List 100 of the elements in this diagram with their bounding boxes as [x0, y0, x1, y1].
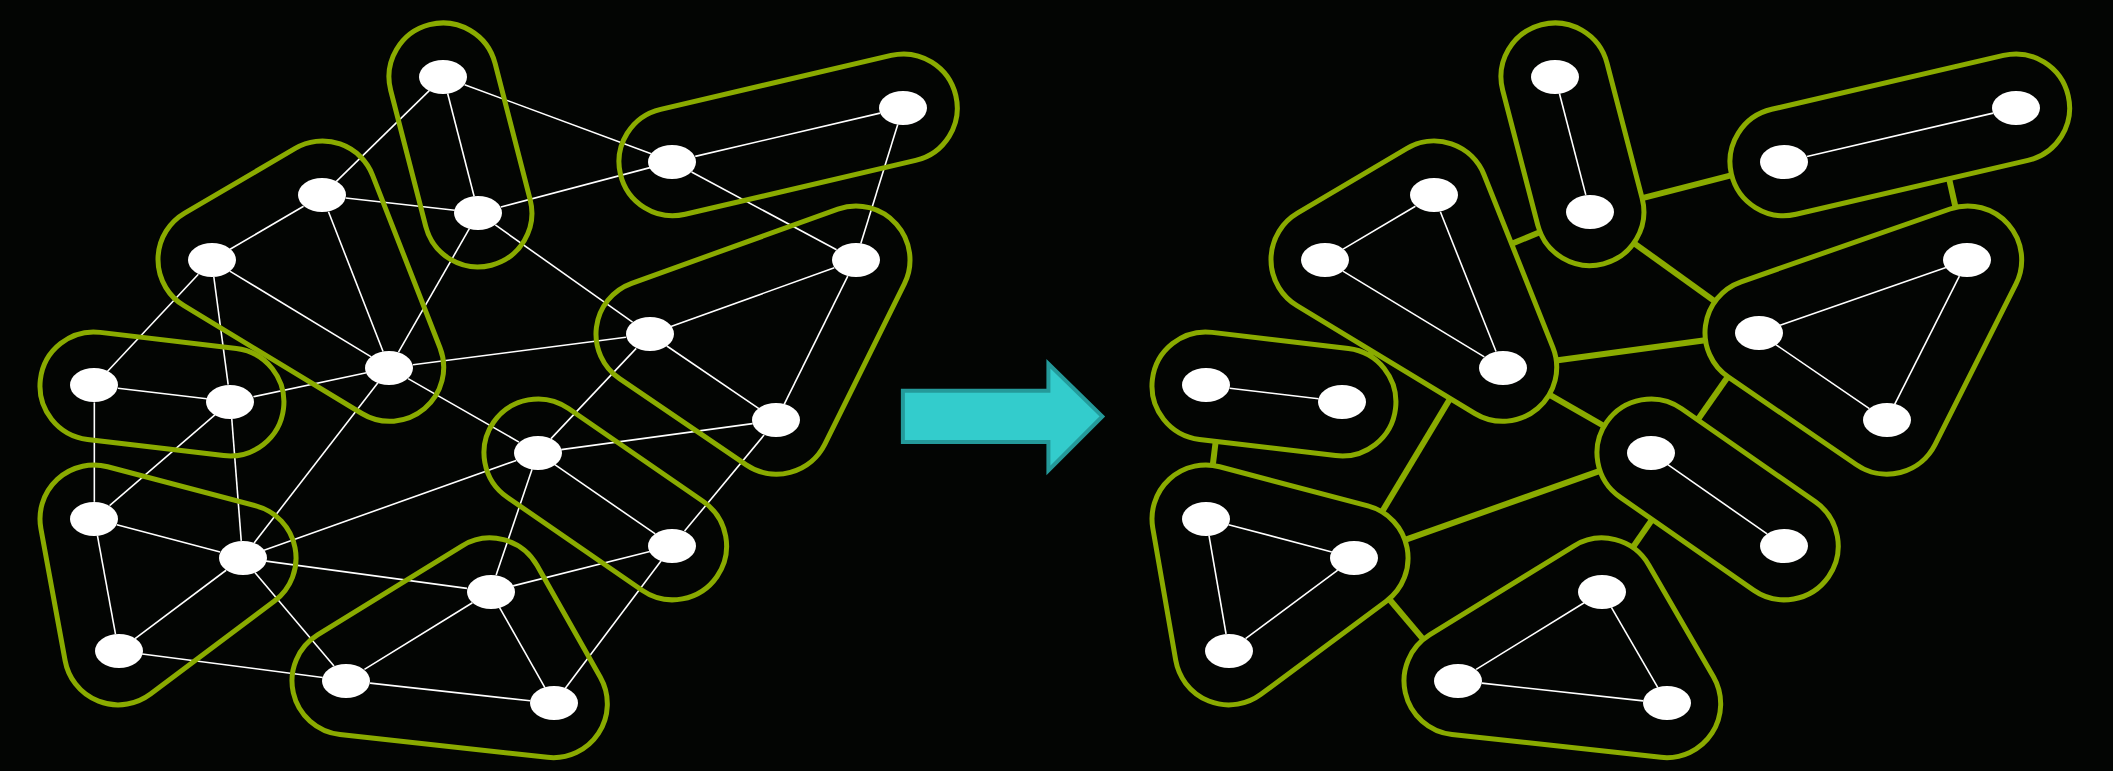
- graph-node: [1991, 90, 2040, 125]
- graph-edge: [494, 224, 634, 323]
- graph-node: [1330, 540, 1379, 575]
- graph-edge: [783, 275, 849, 406]
- cluster-link: [1404, 467, 1601, 543]
- graph-edge: [108, 413, 216, 507]
- graph-node: [365, 350, 414, 385]
- graph-edge: [463, 83, 652, 155]
- graph-edge: [560, 422, 754, 451]
- graph-edge: [344, 197, 456, 212]
- graph-edge: [1342, 205, 1417, 250]
- graph-node: [1531, 59, 1580, 94]
- graph-edge: [335, 89, 431, 183]
- cluster-link: [1946, 178, 1959, 209]
- graph-edge: [554, 463, 657, 535]
- graph-node: [70, 368, 119, 403]
- graph-node: [322, 663, 371, 698]
- graph-node: [1566, 194, 1615, 229]
- graph-node: [1300, 243, 1349, 278]
- graph-node: [648, 528, 697, 563]
- graph-edge: [265, 560, 468, 590]
- graph-edge: [550, 347, 637, 440]
- graph-node: [218, 540, 267, 575]
- graph-node: [1862, 403, 1911, 438]
- cluster-outline: [1725, 48, 2075, 221]
- graph-edge: [1610, 606, 1659, 689]
- graph-edge: [141, 653, 324, 679]
- graph-node: [529, 686, 578, 721]
- graph-edge: [1208, 534, 1227, 635]
- cluster-outline: [1399, 532, 1726, 763]
- graph-edge: [253, 382, 379, 544]
- graph-edge: [93, 401, 96, 503]
- cluster-outline: [1147, 459, 1414, 710]
- graph-edge: [96, 534, 117, 635]
- cluster-outline: [35, 459, 302, 710]
- graph-edge: [229, 270, 372, 358]
- graph-edge: [670, 266, 836, 328]
- graph-edge: [666, 345, 760, 410]
- graph-edge: [327, 211, 384, 353]
- graph-node: [1943, 243, 1992, 278]
- graph-node: [1478, 350, 1527, 385]
- graph-edge: [1893, 275, 1961, 406]
- graph-node: [454, 195, 503, 230]
- graph-edge: [116, 523, 221, 553]
- graph-edge: [230, 417, 243, 542]
- graph-edge: [263, 459, 518, 552]
- cluster-link: [1695, 375, 1731, 422]
- graph-edge: [412, 336, 627, 366]
- graph-edge: [860, 123, 899, 245]
- graph-edge: [1342, 270, 1486, 358]
- graph-node: [466, 574, 515, 609]
- graph-node: [513, 435, 562, 470]
- graph-node: [1734, 315, 1783, 350]
- graph-edge: [106, 273, 200, 373]
- graph-edge: [363, 601, 474, 671]
- graph-edge: [1227, 523, 1333, 553]
- graph-node: [1642, 686, 1691, 721]
- graph-node: [625, 317, 674, 352]
- graph-node: [94, 633, 143, 668]
- graph-edge: [117, 387, 208, 400]
- graph-node: [1760, 528, 1809, 563]
- graph-edge: [446, 92, 475, 197]
- graph-edge: [1481, 682, 1645, 702]
- graph-node: [1578, 574, 1627, 609]
- graph-edge: [1667, 463, 1768, 535]
- cluster-outline: [1699, 201, 2027, 480]
- graph-edge: [683, 434, 765, 532]
- graph-edge: [694, 112, 881, 158]
- graph-edge: [213, 276, 229, 386]
- graph-edge: [495, 468, 533, 576]
- cluster-outline: [590, 201, 915, 480]
- graph-edge: [498, 606, 546, 689]
- graph-edge: [254, 571, 335, 667]
- graph-edge: [229, 205, 305, 251]
- cluster-link: [1547, 392, 1606, 429]
- graph-edge: [1439, 210, 1497, 353]
- graph-node: [1182, 368, 1231, 403]
- graph-node: [70, 501, 119, 536]
- graph-edge: [1475, 601, 1585, 671]
- graph-node: [1626, 435, 1675, 470]
- graph-edge: [500, 166, 651, 208]
- graph-edge: [564, 559, 662, 690]
- cluster-link: [1630, 517, 1655, 549]
- graph-node: [1318, 384, 1367, 419]
- graph-edge: [1244, 569, 1339, 640]
- cluster-link: [1379, 397, 1453, 514]
- graph-edge: [369, 682, 531, 702]
- graph-edge: [397, 227, 471, 353]
- graph-node: [187, 243, 236, 278]
- graph-edge: [1558, 92, 1587, 196]
- graph-node: [1409, 178, 1458, 213]
- cluster-link: [1209, 440, 1219, 466]
- cluster-outline: [613, 48, 962, 221]
- graph-edge: [1806, 112, 1994, 158]
- cluster-outline: [287, 532, 613, 763]
- cluster-link: [1641, 172, 1733, 202]
- graph-node: [752, 403, 801, 438]
- graph-edge: [512, 550, 651, 587]
- graph-edge: [407, 377, 520, 443]
- graph-node: [1204, 633, 1253, 668]
